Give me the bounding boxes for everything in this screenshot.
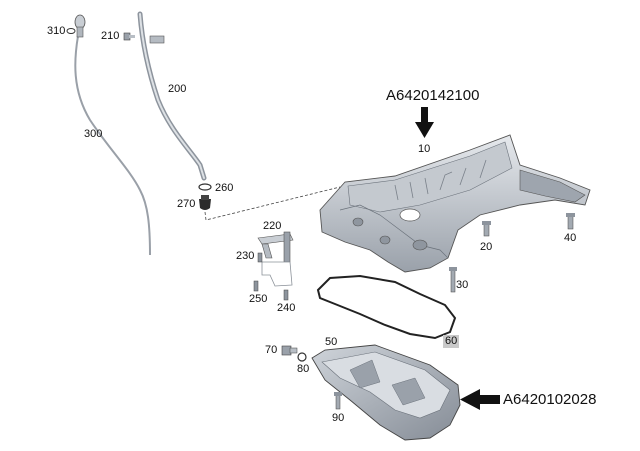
bolt-230 <box>257 252 263 263</box>
callout-10: 10 <box>418 143 431 155</box>
callout-220: 220 <box>263 220 282 232</box>
gasket-60 <box>316 274 457 340</box>
callout-240: 240 <box>277 302 296 314</box>
tube-bracket <box>149 35 165 44</box>
drain-bolt-70 <box>281 345 298 356</box>
leader-dashed <box>204 186 341 221</box>
bolt-30 <box>449 267 457 293</box>
callout-310: 310 <box>47 25 66 37</box>
dipstick-handle <box>74 14 86 38</box>
callout-300: 300 <box>84 128 103 140</box>
plug-270 <box>199 195 211 210</box>
part-number-upper-pan: A6420142100 <box>386 87 480 104</box>
arrow-upper-pan <box>415 107 434 138</box>
bolt-210 <box>123 32 135 41</box>
callout-200: 200 <box>168 83 187 95</box>
callout-20: 20 <box>480 241 493 253</box>
bolt-90 <box>334 392 342 410</box>
guide-tube <box>137 11 207 181</box>
dipstick-wire <box>74 35 151 256</box>
bolt-240 <box>283 289 289 301</box>
part-number-lower-pan: A6420102028 <box>503 391 597 408</box>
callout-250: 250 <box>249 293 268 305</box>
callout-210: 210 <box>101 30 120 42</box>
callout-260: 260 <box>215 182 234 194</box>
bracket-lower <box>261 261 293 287</box>
arrow-lower-pan <box>460 389 500 410</box>
callout-70: 70 <box>265 344 278 356</box>
seal-260 <box>198 183 212 191</box>
callout-90: 90 <box>332 412 345 424</box>
callout-30: 30 <box>456 279 469 291</box>
oring-310 <box>66 28 76 34</box>
bolt-20 <box>482 221 491 237</box>
bracket-220 <box>257 231 294 263</box>
callout-270: 270 <box>177 198 196 210</box>
callout-50: 50 <box>325 336 338 348</box>
upper-oil-pan <box>319 134 591 273</box>
washer-80 <box>297 352 307 362</box>
callout-230: 230 <box>236 250 255 262</box>
bolt-250 <box>253 280 259 292</box>
callout-40: 40 <box>564 232 577 244</box>
callout-60: 60 <box>443 335 460 348</box>
bolt-40 <box>566 213 575 230</box>
lower-oil-pan <box>311 344 461 441</box>
callout-80: 80 <box>297 363 310 375</box>
